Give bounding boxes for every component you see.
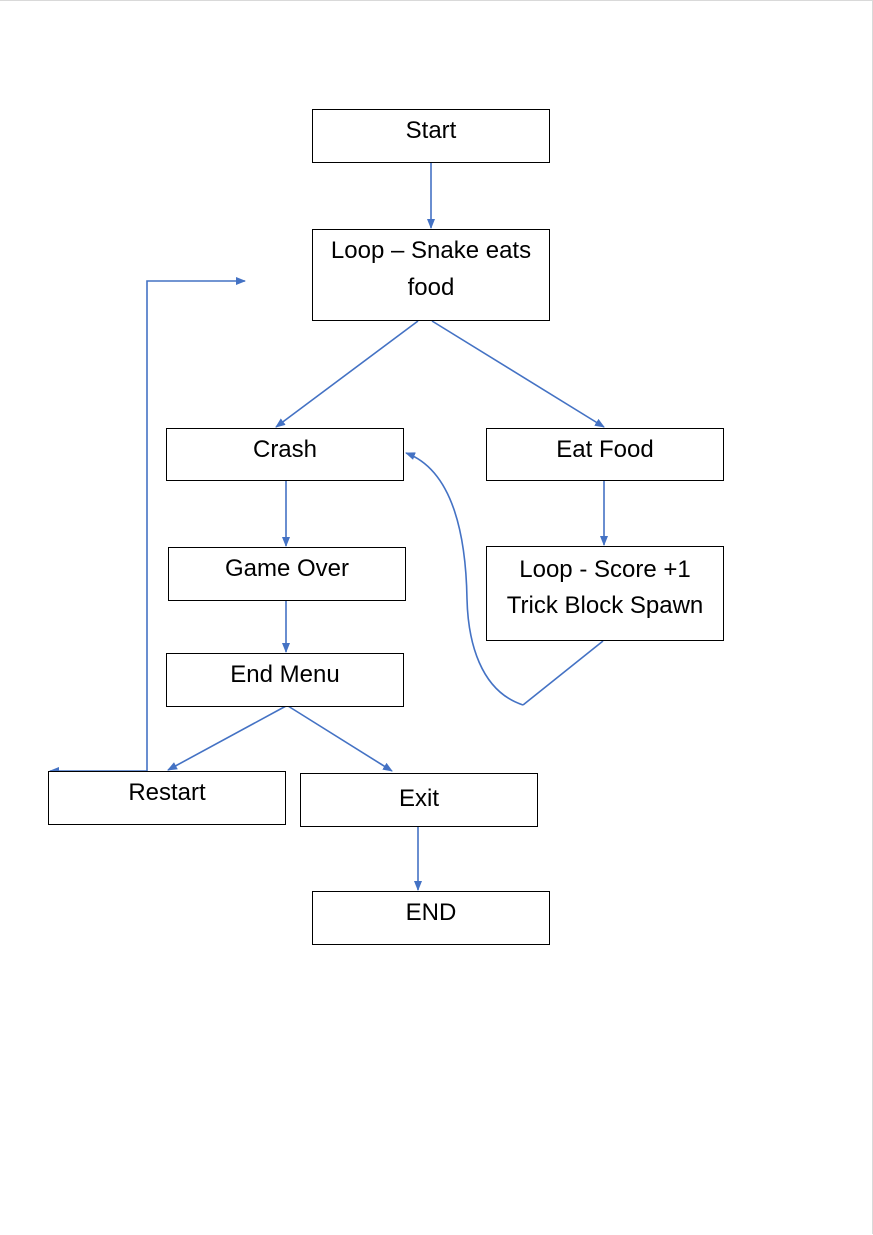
node-eat-food-label: Eat Food — [556, 436, 654, 463]
edge-loop-to-crash — [275, 320, 419, 428]
node-eat-food: Eat Food — [486, 428, 724, 481]
node-start-label: Start — [405, 117, 457, 144]
node-game-over-label: Game Over — [224, 555, 350, 582]
node-end-menu: End Menu — [166, 653, 404, 707]
node-start: Start — [312, 109, 550, 163]
node-crash: Crash — [166, 428, 404, 481]
node-score-loop: Loop - Score +1 Trick Block Spawn — [486, 546, 724, 641]
node-game-over: Game Over — [168, 547, 406, 601]
node-crash-label: Crash — [252, 436, 318, 463]
node-score-label: Loop - Score +1 Trick Block Spawn — [506, 556, 704, 619]
node-restart: Restart — [48, 771, 286, 825]
node-exit-label: Exit — [398, 785, 439, 812]
node-loop-snake-eats-food: Loop – Snake eats food — [312, 229, 550, 321]
node-loop-label: Loop – Snake eats food — [330, 237, 532, 301]
edge-score-to-crash-b — [405, 452, 524, 706]
edge-end-menu-to-restart — [167, 705, 287, 771]
node-exit: Exit — [300, 773, 538, 827]
node-end: END — [312, 891, 550, 945]
node-end-label: END — [405, 899, 457, 926]
edge-restart-to-loop — [146, 277, 246, 771]
edge-loop-to-eat-food — [431, 320, 605, 428]
edge-score-to-crash-a — [522, 640, 604, 706]
node-end-menu-label: End Menu — [230, 661, 340, 688]
node-restart-label: Restart — [128, 779, 206, 806]
edge-end-menu-to-exit — [287, 705, 393, 772]
